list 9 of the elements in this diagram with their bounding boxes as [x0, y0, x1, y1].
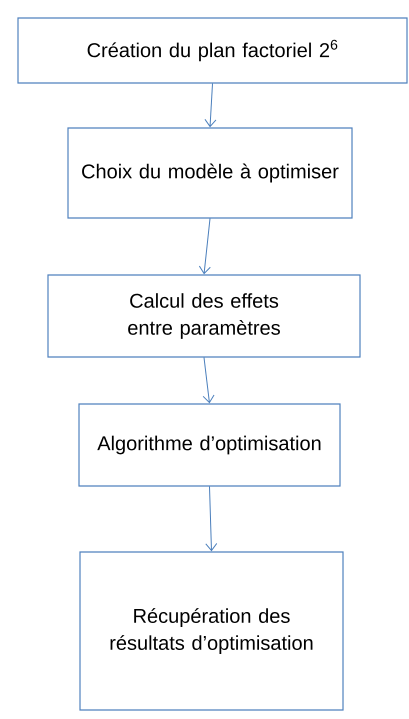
process-box: Calcul des effets entre paramètres: [47, 274, 361, 358]
process-box: Algorithme d’optimisation: [78, 403, 341, 487]
arrow: [204, 83, 216, 128]
process-box: Récupération des résultats d’optimisation: [79, 551, 344, 711]
arrow: [198, 218, 211, 274]
process-box: Création du plan factoriel 2$^{6}$: [17, 17, 408, 84]
arrow: [202, 357, 215, 404]
process-box: Choix du modèle à optimiser: [67, 127, 353, 219]
arrow: [205, 486, 218, 552]
